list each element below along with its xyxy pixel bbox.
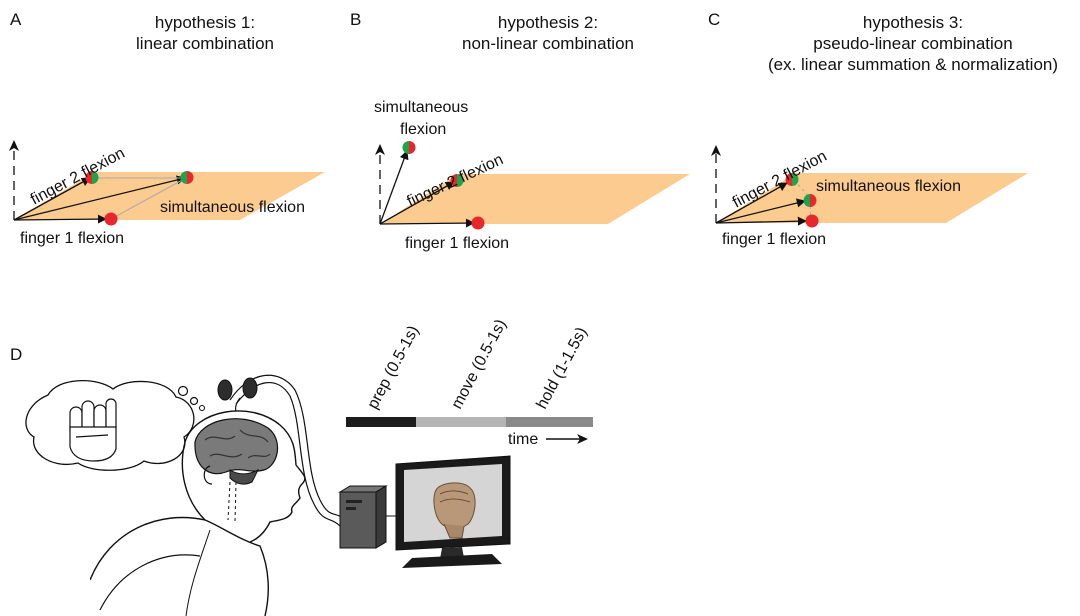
panel-a-title-line1: hypothesis 1: <box>154 13 256 32</box>
panel-a-finger1-label: finger 1 flexion <box>20 230 124 247</box>
panel-b-letter: B <box>350 10 362 29</box>
panel-c-title-line3: (ex. linear summation & normalization) <box>767 55 1059 74</box>
phase-bar-move <box>416 417 506 427</box>
panel-c-finger2-dot <box>785 173 799 186</box>
panel-c-simultaneous-label: simultaneous flexion <box>816 178 961 195</box>
panel-a-simultaneous-dot <box>180 171 194 184</box>
panel-a-plane <box>14 172 325 220</box>
panel-b-vector-finger1 <box>379 218 475 228</box>
hand-gesture-icon <box>69 398 117 462</box>
panel-a-title-line2: linear combination <box>136 34 274 53</box>
panel-a-vector-finger2 <box>13 177 91 221</box>
panel-a-guide-line <box>110 177 187 220</box>
panel-c-finger1-dot <box>805 214 819 228</box>
time-label: time <box>508 431 538 448</box>
phase-bar-prep <box>346 417 416 427</box>
panel-c-letter: C <box>708 10 721 29</box>
panel-b-vector-finger2 <box>379 181 455 225</box>
panel-a-finger2-dot <box>85 171 99 184</box>
panel-c-vector-finger1 <box>715 216 807 226</box>
panel-c-diagram: finger 2 flexion finger 1 flexion simult… <box>711 145 1028 248</box>
cable-icon <box>229 374 346 521</box>
thought-bubble-icon <box>25 379 206 471</box>
brain-icon <box>194 418 279 485</box>
monitor-icon <box>395 455 511 568</box>
panel-c-vector-finger2 <box>715 182 788 224</box>
panel-c-finger1-label: finger 1 flexion <box>722 231 826 248</box>
panel-c-vector-simultaneous <box>715 198 806 224</box>
panel-b-simultaneous-label-line2: flexion <box>400 121 446 138</box>
panel-c-title: hypothesis 3: pseudo-linear combination … <box>748 12 1078 75</box>
panel-c-title-line2: pseudo-linear combination <box>813 34 1013 53</box>
panel-a-title: hypothesis 1: linear combination <box>115 12 295 54</box>
phase-label-move: move (0.5-1s) <box>449 318 510 412</box>
panel-a-finger1-dot <box>104 212 118 226</box>
panel-c-axis-arrow-icon <box>711 145 721 156</box>
panel-b-title-line2: non-linear combination <box>462 34 634 53</box>
panel-c-title-line1: hypothesis 3: <box>862 13 964 32</box>
panel-b-finger2-dot <box>450 174 464 187</box>
panel-b-title-line1: hypothesis 2: <box>497 13 599 32</box>
hand-fist-on-screen-icon <box>433 482 476 539</box>
panel-a-letter: A <box>10 10 22 29</box>
phase-bar-hold <box>506 417 593 427</box>
phase-label-prep: prep (0.5-1s) <box>365 323 423 412</box>
panel-a-simultaneous-label: simultaneous flexion <box>160 199 305 216</box>
panel-c-simultaneous-dot <box>803 194 817 207</box>
panel-b-title: hypothesis 2: non-linear combination <box>438 12 658 54</box>
computer-tower-icon <box>338 485 396 549</box>
panel-a-diagram: finger 2 flexion finger 1 flexion simult… <box>9 140 325 247</box>
panel-a-vector-finger1 <box>13 214 107 224</box>
panel-b-finger1-label: finger 1 flexion <box>405 235 509 252</box>
panel-d-letter: D <box>10 345 23 364</box>
panel-b-simultaneous-label-line1: simultaneous <box>374 99 468 116</box>
panel-b-axis-arrow-icon <box>375 144 385 155</box>
panel-b-simultaneous-dot <box>402 141 416 154</box>
phase-label-hold: hold (1-1.5s) <box>534 325 591 412</box>
panel-b-diagram: simultaneous flexion finger 2 flexion fi… <box>374 99 690 252</box>
panel-a-axis-arrow-icon <box>9 140 19 151</box>
panel-b-vector-simultaneous <box>379 150 409 225</box>
arrow-right-icon <box>546 434 588 444</box>
trial-timeline: prep (0.5-1s) move (0.5-1s) hold (1-1.5s… <box>346 318 593 448</box>
panel-b-finger1-dot <box>471 216 485 230</box>
panel-a-vector-simultaneous <box>13 175 186 221</box>
participant-illustration <box>90 374 346 616</box>
